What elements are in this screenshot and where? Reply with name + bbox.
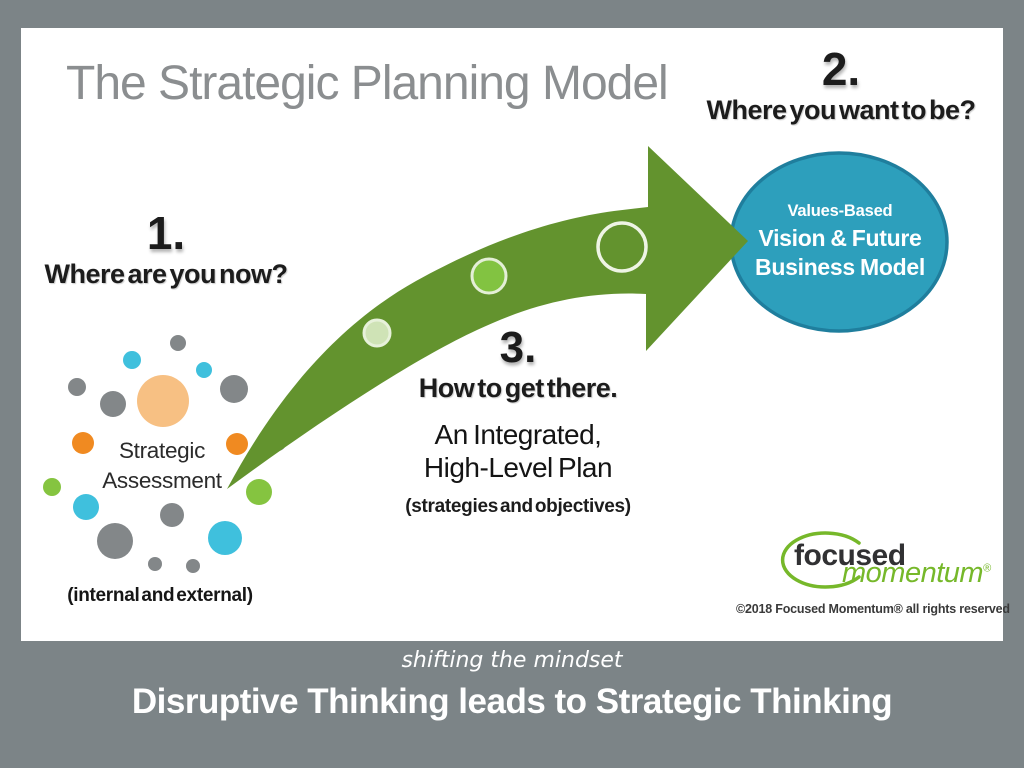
logo-word-momentum: momentum®: [842, 557, 991, 589]
footer-band: shifting the mindset Disruptive Thinking…: [0, 641, 1024, 768]
page-title: The Strategic Planning Model: [66, 57, 669, 110]
step-2-number: 2.: [821, 43, 861, 95]
strategic-assessment-label: Strategic Assessment: [57, 436, 267, 496]
vision-line-1: Values-Based: [787, 202, 893, 221]
logo-swoosh-icon: [780, 531, 861, 589]
step-2-question: Where you want to be?: [706, 95, 976, 125]
vision-line-2: Vision & Future: [758, 225, 922, 252]
logo-word-focused: focused: [794, 539, 906, 572]
assessment-note: (internal and external): [67, 585, 253, 606]
step-3-note: (strategies and objectives): [405, 496, 631, 518]
footer-tagline: shifting the mindset: [401, 648, 623, 673]
step-3-plan-line-1: An Integrated,: [434, 419, 602, 450]
step-3-plan: An Integrated, High-Level Plan: [380, 418, 656, 484]
step-3-block: 3. How to get there. An Integrated, High…: [380, 326, 656, 518]
footer-headline: Disruptive Thinking leads to Strategic T…: [131, 682, 893, 721]
focused-momentum-logo: focused momentum®: [745, 528, 999, 606]
registered-mark: ®: [983, 562, 991, 575]
step-1-block: 1. Where are you now?: [40, 210, 292, 290]
assessment-line-1: Strategic: [118, 438, 206, 463]
step-1-question: Where are you now?: [44, 259, 288, 289]
vision-line-3: Business Model: [755, 254, 925, 280]
step-3-plan-line-2: High-Level Plan: [423, 452, 613, 484]
logo-arc: [780, 531, 861, 589]
step-3-question: How to get there.: [418, 373, 618, 403]
assessment-line-2: Assessment: [102, 468, 222, 493]
step-1-number: 1.: [146, 207, 186, 259]
step-3-number: 3.: [499, 323, 537, 372]
copyright-line: ©2018 Focused Momentum® all rights reser…: [736, 602, 1010, 616]
step-2-block: 2. Where you want to be?: [696, 46, 986, 126]
vision-ellipse-text: Values-Based Vision & Future Business Mo…: [732, 152, 948, 332]
